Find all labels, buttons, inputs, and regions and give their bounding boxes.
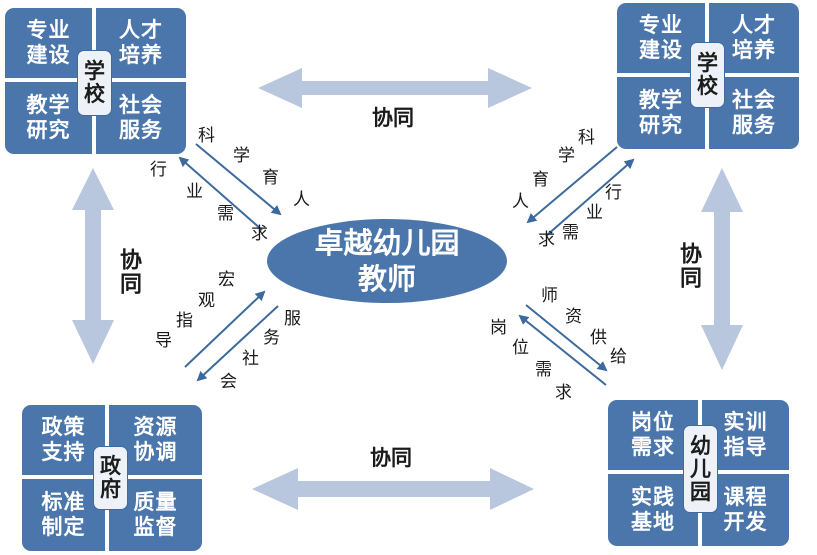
link-label-char: 业 [186, 182, 203, 202]
synergy-label-left: 协同 [116, 248, 141, 296]
node-label-government: 政 府 [93, 446, 128, 510]
link-label-char: 学 [233, 146, 250, 166]
link-label-char: 观 [198, 291, 215, 311]
synergy-arrow-left [72, 168, 114, 364]
line-br-out [525, 304, 608, 372]
line-bl-in [196, 305, 279, 382]
link-label-char: 务 [263, 328, 280, 348]
link-label-char: 业 [586, 203, 603, 223]
node-label-kindergarten: 幼 儿 园 [683, 425, 718, 513]
synergy-label-right: 协同 [676, 242, 701, 290]
cell-major-construction: 专业 建设 [617, 3, 705, 73]
cell-policy-support: 政策 支持 [22, 405, 105, 475]
link-label-char: 服 [284, 309, 301, 329]
link-label-char: 行 [605, 183, 622, 203]
center-title-line2: 教师 [357, 262, 416, 296]
center-node: 卓越幼儿园 教师 [267, 219, 507, 303]
link-label-char: 指 [176, 311, 193, 331]
center-title-line1: 卓越幼儿园 [314, 226, 460, 260]
synergy-arrow-top [258, 68, 532, 108]
cell-standard-setting: 标准 制定 [22, 479, 105, 551]
link-label-char: 求 [555, 383, 572, 403]
link-label-char: 宏 [218, 270, 235, 290]
cell-talent-cultivation: 人才 培养 [96, 8, 186, 78]
link-label-char: 育 [532, 170, 549, 190]
synergy-label-top: 协同 [372, 106, 414, 130]
node-label-school-left: 学 校 [77, 50, 112, 116]
link-label-char: 科 [578, 128, 595, 148]
line-bl-out [184, 290, 266, 368]
link-label-char: 需 [562, 223, 579, 243]
link-label-char: 学 [558, 146, 575, 166]
cell-training-guidance: 实训 指导 [702, 400, 789, 470]
synergy-arrow-bottom [252, 468, 534, 510]
link-label-char: 求 [538, 230, 555, 250]
link-label-char: 师 [541, 286, 558, 306]
link-label-char: 位 [512, 338, 529, 358]
link-label-char: 育 [262, 168, 279, 188]
line-br-in [518, 314, 607, 386]
link-label-char: 求 [251, 224, 268, 244]
cell-social-service: 社会 服务 [709, 77, 799, 149]
synergy-arrow-right [701, 168, 743, 370]
link-label-char: 需 [535, 360, 552, 380]
link-label-char: 会 [220, 372, 237, 392]
link-label-char: 行 [150, 160, 167, 180]
link-label-char: 资 [565, 307, 582, 327]
link-label-char: 供 [590, 328, 607, 348]
link-label-char: 人 [293, 190, 310, 210]
link-label-char: 需 [217, 204, 234, 224]
link-label-char: 人 [512, 192, 529, 212]
line-tr-in [545, 158, 635, 237]
link-label-char: 社 [242, 349, 259, 369]
line-tl-in [178, 156, 263, 231]
link-label-char: 岗 [490, 318, 507, 338]
link-label-char: 科 [198, 126, 215, 146]
line-tl-out [195, 143, 282, 216]
link-label-char: 导 [155, 331, 172, 351]
synergy-label-bottom: 协同 [370, 446, 412, 470]
node-label-school-right: 学 校 [690, 42, 725, 108]
link-label-char: 给 [610, 347, 627, 367]
line-tr-out [526, 146, 618, 224]
